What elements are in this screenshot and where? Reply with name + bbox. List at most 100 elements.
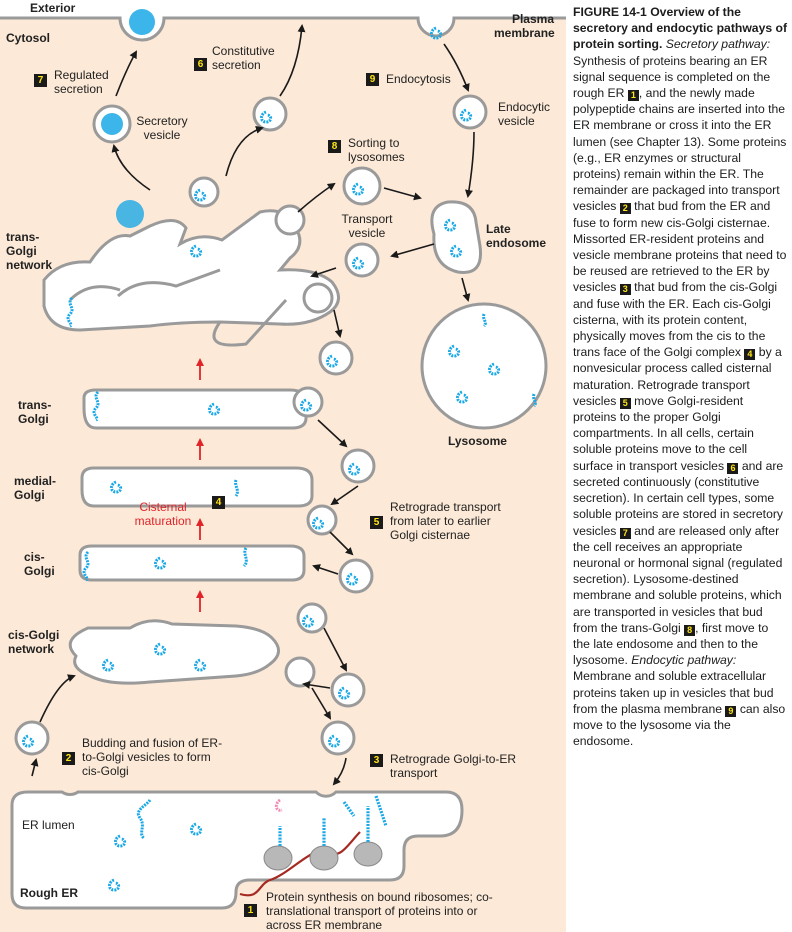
transport-vesicles [14,94,488,756]
tgn-budding-vesicle [188,176,220,208]
tgn-lysosomal-bud [274,204,306,236]
caption-p1g: and are secreted continuously (constitut… [573,458,784,538]
constitutive-vesicle [252,96,288,132]
signal-sequence [274,798,283,812]
caption-badge-9: 9 [725,705,737,717]
step-5-badge: 5 [370,516,383,529]
caption-title: FIGURE 14-1 Overview of the secretory an… [573,5,788,52]
arrow-to-secretory-vesicle [111,144,151,191]
endosome-proteins [444,218,463,258]
retrograde-vesicle-4 [330,672,366,708]
caption-badge-5: 5 [619,397,631,409]
arrow-to-lysosome [461,277,471,302]
arrow-from-er [30,758,39,777]
step-8-text: Sorting to lysosomes [348,136,405,164]
cytosol-label: Cytosol [6,31,51,45]
tgn-folds [68,268,288,347]
cgn-bud [284,656,316,688]
arrow-to-tgn [310,267,337,278]
lysosome-proteins [448,313,537,408]
cis-golgi-network [68,619,280,685]
arrow-endosome-retrieval [390,243,435,259]
caption-p1e: by a nonvesicular process called cistern… [573,345,782,408]
caption-badge-3: 3 [619,284,631,296]
secretory-vesicle-label: Secretory vesicle [136,114,188,142]
arrow-retro-7 [302,680,331,689]
medial-golgi-label: medial-Golgi [14,474,57,502]
step-9-badge: 9 [366,73,379,86]
lysosome-label: Lysosome [448,434,507,448]
step-5-text: Retrograde transport from later to earli… [390,500,501,542]
golgi-to-er-vesicle [320,720,356,756]
caption-p1i: , first move to the late endosome and th… [573,620,769,668]
exterior-label: Exterior [30,1,76,15]
secretory-cargo [101,113,123,135]
retrograde-vesicle-2 [340,448,376,484]
rough-er-label: Rough ER [20,886,78,900]
figure-caption: FIGURE 14-1 Overview of the secretory an… [573,4,788,749]
trans-golgi-cisterna [82,388,308,430]
secreted-aggregate [129,9,155,35]
arrow-to-golgi-er-vesicle [311,687,332,720]
cisternal-maturation-label: Cisternal maturation [134,500,192,528]
caption-endocytic-lead: Endocytic pathway: [631,653,737,668]
tgn-dense-core [116,200,144,228]
arrow-retro-4 [329,531,354,556]
caption-p1f: move Golgi-resident proteins to the prop… [573,393,754,473]
nascent-chains [278,795,388,846]
arrow-retro-6 [323,627,347,672]
step-1-text: Protein synthesis on bound ribosomes; co… [266,890,493,932]
caption-p1a: Synthesis of proteins bearing an ER sign… [573,53,771,101]
ribosome-1 [263,845,293,871]
lysosomal-transport-vesicle-a [342,166,382,206]
arrow-regulated-secretion [115,50,137,97]
retrograde-vesicle-3 [338,558,374,594]
cis-golgi-label: cis-Golgi [24,550,55,578]
lysosome [420,302,548,430]
step-7-text: Regulated secretion [54,68,109,96]
lysosomal-transport-vesicle-b [344,242,380,278]
caption-p1d: that bud from the cis-Golgi and fuse wit… [573,280,778,360]
mrna-strand [239,831,361,897]
plasma-membrane-label: Plasma membrane [494,12,555,40]
caption-badge-7: 7 [619,527,631,539]
late-endosome-label: Late endosome [486,222,547,250]
er-lumen-label: ER lumen [22,818,75,832]
step-1-badge: 1 [244,904,257,917]
arrow-retro-3 [330,485,359,506]
caption-badge-4: 4 [744,349,756,361]
er-proteins [108,799,203,892]
retrograde-vesicle-1 [318,340,354,376]
arrow-constitutive-secretion [279,24,306,97]
caption-badge-1: 1 [627,90,639,102]
step-2-badge: 2 [62,752,75,765]
transport-vesicle-label: Transport vesicle [341,212,393,240]
arrow-retro-1 [333,309,343,338]
step-6-text: Constitutive secretion [212,44,275,72]
endocytic-vesicle [452,94,488,130]
step-8-badge: 8 [328,140,341,153]
caption-badge-2: 2 [619,203,631,215]
ribosome-3 [353,841,383,867]
step-3-text: Retrograde Golgi-to-ER transport [390,752,517,780]
tgn-proteins [66,244,203,328]
late-endosome [430,200,483,274]
rough-er-membrane [10,790,464,910]
cis-golgi-network-label: cis-Golgi network [8,628,60,656]
cis-golgi-proteins [82,547,248,582]
medial-golgi-cisterna [80,466,314,508]
trans-golgi-network-label: trans-Golgi network [6,230,53,272]
trans-golgi-proteins [92,390,221,422]
caption-p2b: can also move to the lysosome via the en… [573,701,786,749]
caption-p1h: and are released only after the cell rec… [573,523,783,635]
diagram-panel: Exterior Cytosol Plasma membrane trans-G… [0,1,566,932]
step-2-text: Budding and fusion of ER-to-Golgi vesicl… [82,736,223,778]
arrow-retro-2 [317,419,348,448]
endocytic-vesicle-label: Endocytic vesicle [498,100,551,128]
step-9-text: Endocytosis [386,72,451,86]
step-7-badge: 7 [34,74,47,87]
arrow-to-late-endosome [465,131,475,198]
caption-p2a: Membrane and soluble extracellular prote… [573,669,774,716]
cgn-proteins [102,642,207,672]
cis-golgi-cisterna [78,544,306,582]
